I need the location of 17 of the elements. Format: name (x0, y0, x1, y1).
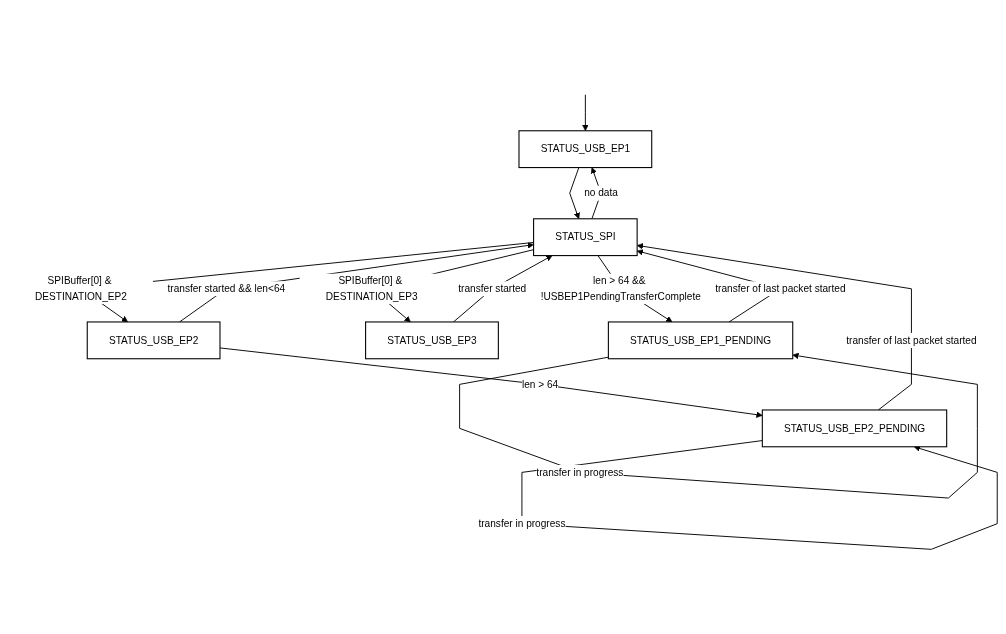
edge-label: transfer of last packet started (715, 282, 846, 295)
edge-label: no data (584, 187, 618, 199)
edge-label: transfer started && len<64 (167, 282, 286, 295)
node-box: STATUS_SPI (533, 218, 638, 257)
edge-label: transfer in progress (536, 466, 624, 478)
node-box: STATUS_USB_EP1 (518, 130, 653, 169)
edge-label: transfer started (458, 282, 527, 295)
edge-label: transfer in progress (478, 517, 566, 530)
edge-label: transfer of last packet started (846, 334, 977, 346)
node-box: STATUS_USB_EP2 (86, 321, 221, 360)
edge-label: len > 64 && !USBEP1PendingTransferComplete (540, 275, 701, 302)
edge-label: SPIBuffer[0] & DESTINATION_EP2 (34, 275, 127, 302)
node-box: STATUS_USB_EP1_PENDING (607, 321, 794, 360)
edge-label: SPIBuffer[0] & DESTINATION_EP3 (325, 275, 418, 302)
node-box: STATUS_USB_EP2_PENDING (761, 409, 948, 448)
edge-label: len > 64 (521, 378, 559, 390)
node-box: STATUS_USB_EP3 (365, 321, 499, 360)
